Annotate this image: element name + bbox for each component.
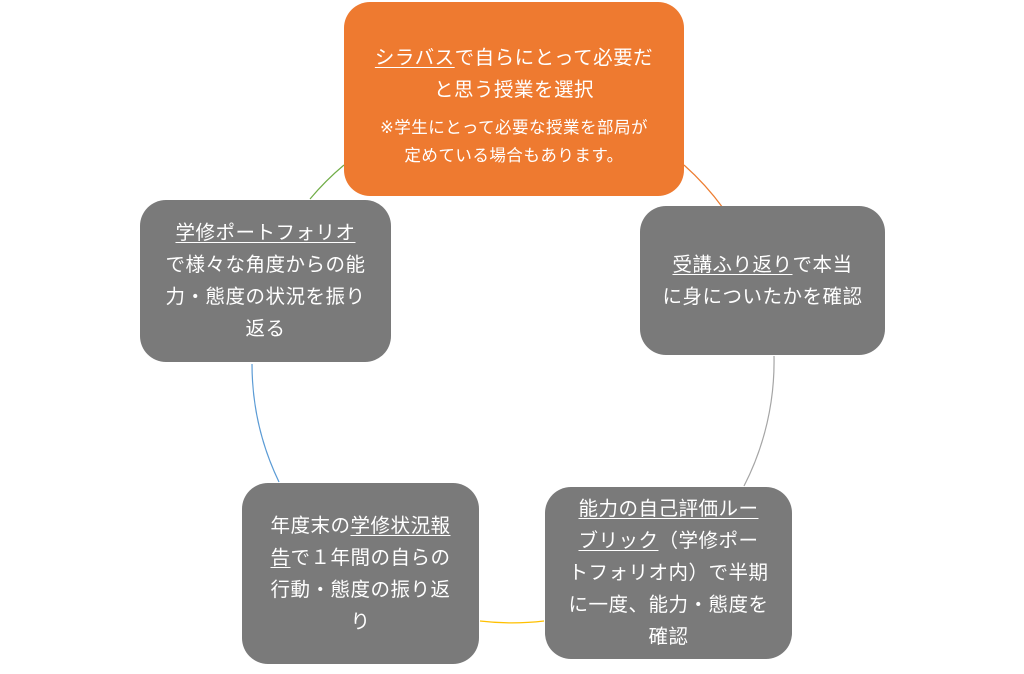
- node-report: 年度末の学修状況報 告で１年間の自らの 行動・態度の振り返 り: [242, 483, 479, 664]
- reflection-line-2: に身についたかを確認: [662, 284, 863, 308]
- rubric-line-5: 確認: [648, 625, 689, 648]
- node-reflection: 受講ふり返りで本当 に身についたかを確認: [640, 206, 885, 355]
- node-syllabus: シラバスで自らにとって必要だ と思う授業を選択 ※学生にとって必要な授業を部局が…: [344, 2, 684, 196]
- portfolio-line-2: で様々な角度からの能: [165, 253, 366, 276]
- report-term-1: 学修状況報: [350, 513, 451, 537]
- reflection-line-1: 受講ふり返りで本当: [672, 249, 852, 281]
- portfolio-line-3: 力・態度の状況を振り: [165, 285, 366, 308]
- syllabus-line-1: シラバスで自らにとって必要だ: [375, 42, 653, 74]
- connector-report-to-portfolio: [251, 363, 280, 483]
- report-line-4: り: [350, 609, 371, 633]
- connector-reflection-to-rubric: [743, 355, 775, 487]
- rubric-line-4: に一度、能力・態度を: [568, 593, 769, 616]
- portfolio-term: 学修ポートフォリオ: [175, 221, 356, 244]
- rubric-line-3: トフォリオ内）で半期: [568, 561, 769, 584]
- rubric-line-2: ブリック（学修ポー: [578, 525, 758, 557]
- connector-portfolio-to-syllabus: [309, 164, 345, 200]
- node-portfolio: 学修ポートフォリオ で様々な角度からの能 力・態度の状況を振り 返る: [140, 200, 391, 362]
- report-line-2: 告で１年間の自らの: [270, 542, 450, 574]
- reflection-text-1: で本当: [792, 252, 853, 276]
- portfolio-line-4: 返る: [245, 317, 286, 340]
- syllabus-term: シラバス: [374, 46, 455, 69]
- syllabus-note-line-1: ※学生にとって必要な授業を部局が: [379, 118, 648, 137]
- report-text-1: で１年間の自らの: [290, 545, 451, 569]
- connector-syllabus-to-reflection: [683, 164, 724, 209]
- report-line-1: 年度末の学修状況報: [270, 510, 450, 542]
- connector-rubric-to-report: [479, 620, 545, 624]
- report-text-pre: 年度末の: [270, 513, 351, 537]
- syllabus-text-1: で自らにとって必要だ: [454, 46, 654, 69]
- syllabus-note-line-2: 定めている場合もあります。: [404, 146, 624, 165]
- rubric-text-1: （学修ポー: [658, 529, 759, 552]
- rubric-term-1: 能力の自己評価ルー: [578, 497, 759, 520]
- reflection-term: 受講ふり返り: [672, 252, 793, 276]
- report-line-3: 行動・態度の振り返: [270, 577, 451, 601]
- rubric-term-2: ブリック: [578, 529, 659, 552]
- syllabus-note: ※学生にとって必要な授業を部局が 定めている場合もあります。: [380, 114, 648, 170]
- node-rubric: 能力の自己評価ルー ブリック（学修ポー トフォリオ内）で半期 に一度、能力・態度…: [545, 487, 792, 659]
- syllabus-line-2: と思う授業を選択: [433, 78, 594, 101]
- report-term-2: 告: [270, 545, 291, 569]
